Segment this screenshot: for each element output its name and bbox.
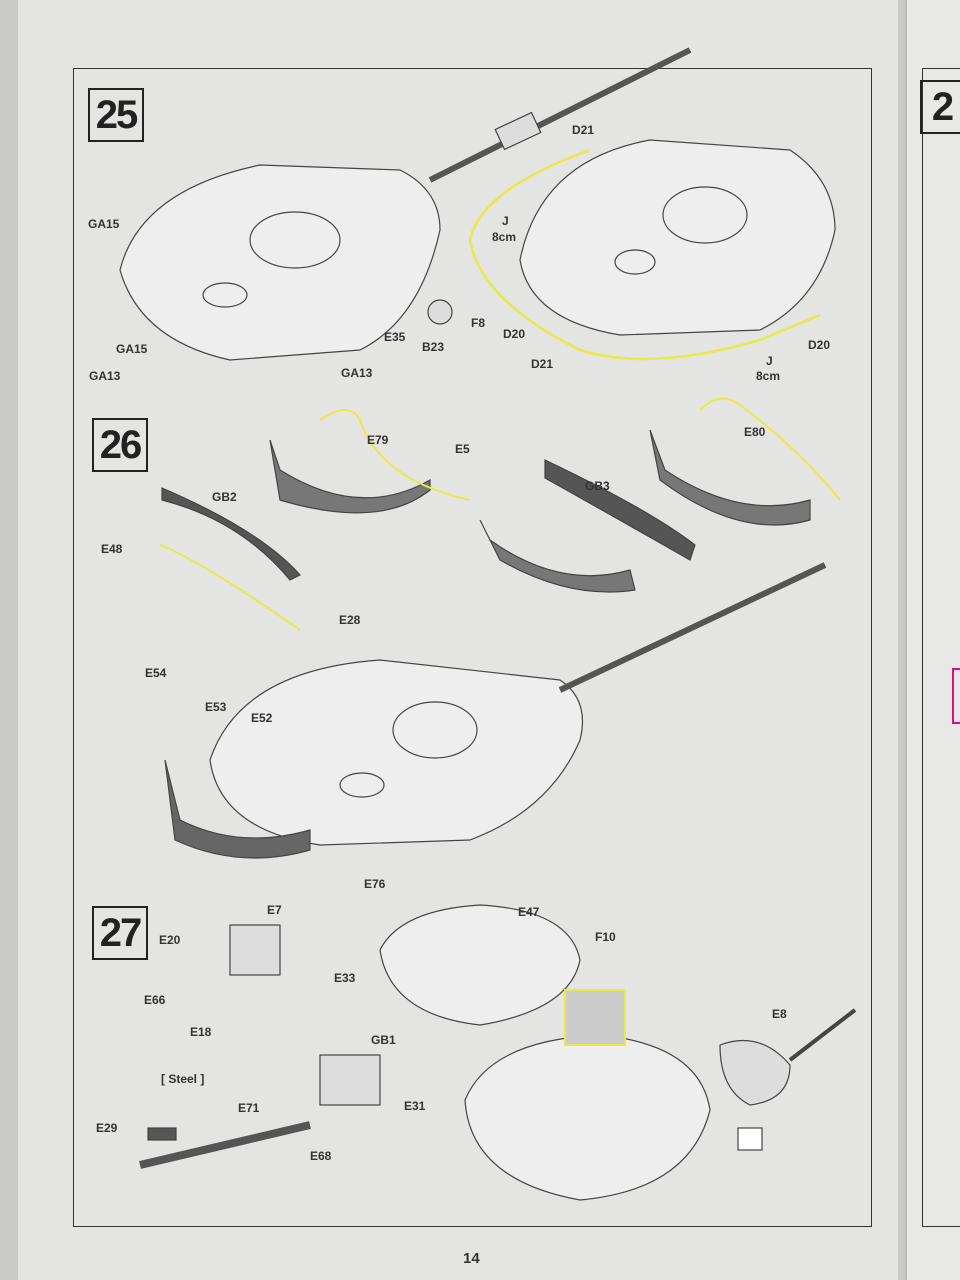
part-label: E52 [251, 711, 273, 725]
part-label: E66 [144, 993, 166, 1007]
part-label: D20 [503, 327, 526, 341]
part-label: GA15 [116, 342, 148, 356]
part-label: E79 [367, 433, 389, 447]
part-label: E54 [145, 666, 167, 680]
part-label: E31 [404, 1099, 426, 1113]
part-label: E33 [334, 971, 356, 985]
part-label: D21 [572, 123, 595, 137]
part-label: E29 [96, 1121, 118, 1135]
step-number-26: 26 [92, 418, 148, 472]
part-label: GB3 [585, 479, 610, 493]
next-step-box: 2 [920, 80, 960, 134]
part-label: E18 [190, 1025, 212, 1039]
part-label: E5 [455, 442, 470, 456]
part-label: E7 [267, 903, 282, 917]
part-label: D21 [531, 357, 554, 371]
part-label: E71 [238, 1101, 260, 1115]
part-label: GA13 [341, 366, 373, 380]
part-label: GB2 [212, 490, 237, 504]
page-number: 14 [463, 1250, 480, 1267]
step-number-25: 25 [88, 88, 144, 142]
cable-length: 8cm [492, 230, 517, 244]
part-label: F8 [471, 316, 486, 330]
part-label: E47 [518, 905, 540, 919]
cable-label: J [502, 214, 509, 228]
part-label: GB1 [371, 1033, 396, 1047]
part-label: E35 [384, 330, 406, 344]
step-number-27: 27 [92, 906, 148, 960]
next-page-edge [905, 0, 960, 1280]
part-label: B23 [422, 340, 445, 354]
part-label: GA13 [89, 369, 121, 383]
turret-diagram-25b [468, 139, 836, 361]
part-label: F10 [595, 930, 616, 944]
part-label: E8 [772, 1007, 787, 1021]
next-page-frame [922, 68, 960, 1227]
part-label: E28 [339, 613, 361, 627]
page-frame [73, 68, 872, 1227]
part-label: E80 [744, 425, 766, 439]
interior-diagrams-27 [139, 904, 857, 1201]
part-label: E48 [101, 542, 123, 556]
part-label: E53 [205, 700, 227, 714]
basket-diagrams-26 [159, 397, 841, 859]
cable-label: J [766, 354, 773, 368]
cable-length: 8cm [756, 369, 781, 383]
part-label: E68 [310, 1149, 332, 1163]
part-label: GA15 [88, 217, 120, 231]
part-label: D20 [808, 338, 831, 352]
material-note: [ Steel ] [161, 1072, 205, 1086]
part-label: E76 [364, 877, 386, 891]
part-label: E20 [159, 933, 181, 947]
turret-diagram-25a [119, 47, 692, 361]
marker [952, 668, 960, 724]
